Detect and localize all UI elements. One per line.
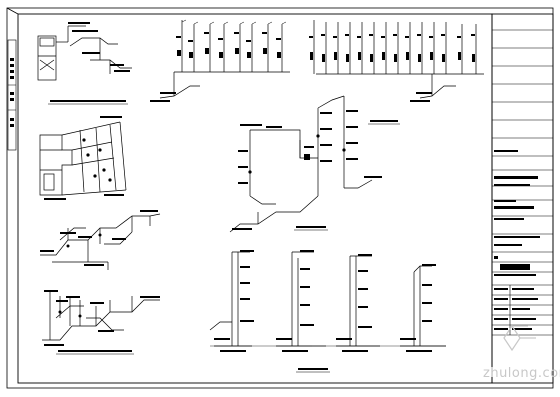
mid-left-detail: [39, 116, 127, 200]
lower-left-iso-1: [40, 210, 161, 270]
title-block: [491, 13, 554, 384]
lower-left-iso-2: [42, 290, 160, 355]
center-isometric: [229, 95, 400, 233]
sheet-border: [6, 7, 554, 389]
riser-group-center: [150, 19, 290, 102]
watermark-text: zhulong.com: [483, 366, 560, 381]
top-left-detail: [37, 22, 132, 105]
watermark-logo: [503, 324, 536, 352]
riser-group-right: [309, 20, 484, 102]
bottom-risers: [209, 250, 446, 373]
binding-strip: [7, 39, 17, 151]
